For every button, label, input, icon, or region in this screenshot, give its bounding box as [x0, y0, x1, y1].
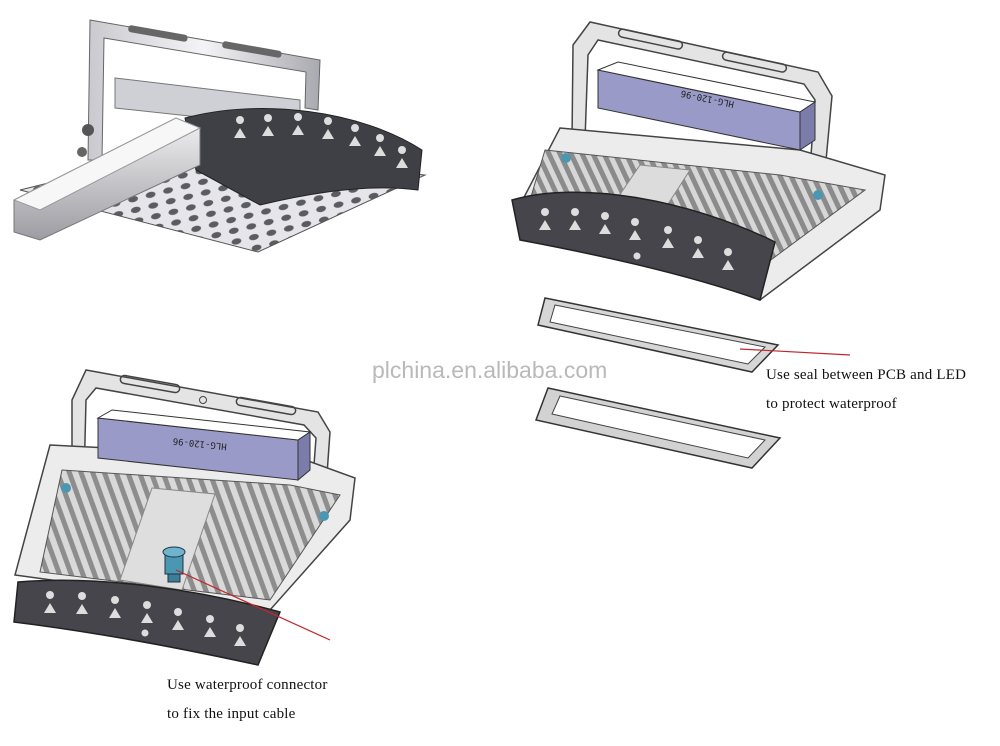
- connector-callout-line: [175, 569, 331, 641]
- rendered-floodlight: [12, 19, 427, 253]
- seal-callout: Use seal between PCB and LED to protect …: [766, 361, 966, 419]
- connector-callout-line1: Use waterproof connector: [167, 677, 328, 693]
- connector-callout-line2: to fix the input cable: [167, 706, 296, 722]
- seal-callout-line: [739, 348, 851, 356]
- seal-callout-line2: to protect waterproof: [766, 396, 897, 412]
- waterproof-connector: [162, 546, 186, 583]
- lens-frame: [534, 387, 782, 469]
- connector-callout: Use waterproof connector to fix the inpu…: [167, 671, 328, 729]
- exploded-floodlight: HLG-120-96: [511, 21, 886, 469]
- driver-box: HLG-120-96: [596, 61, 817, 151]
- connector-floodlight: HLG-120-96: [13, 369, 356, 666]
- pcb-seal: [537, 297, 780, 373]
- seal-callout-line1: Use seal between PCB and LED: [766, 367, 967, 383]
- watermark: plchina.en.alibaba.com: [372, 357, 608, 383]
